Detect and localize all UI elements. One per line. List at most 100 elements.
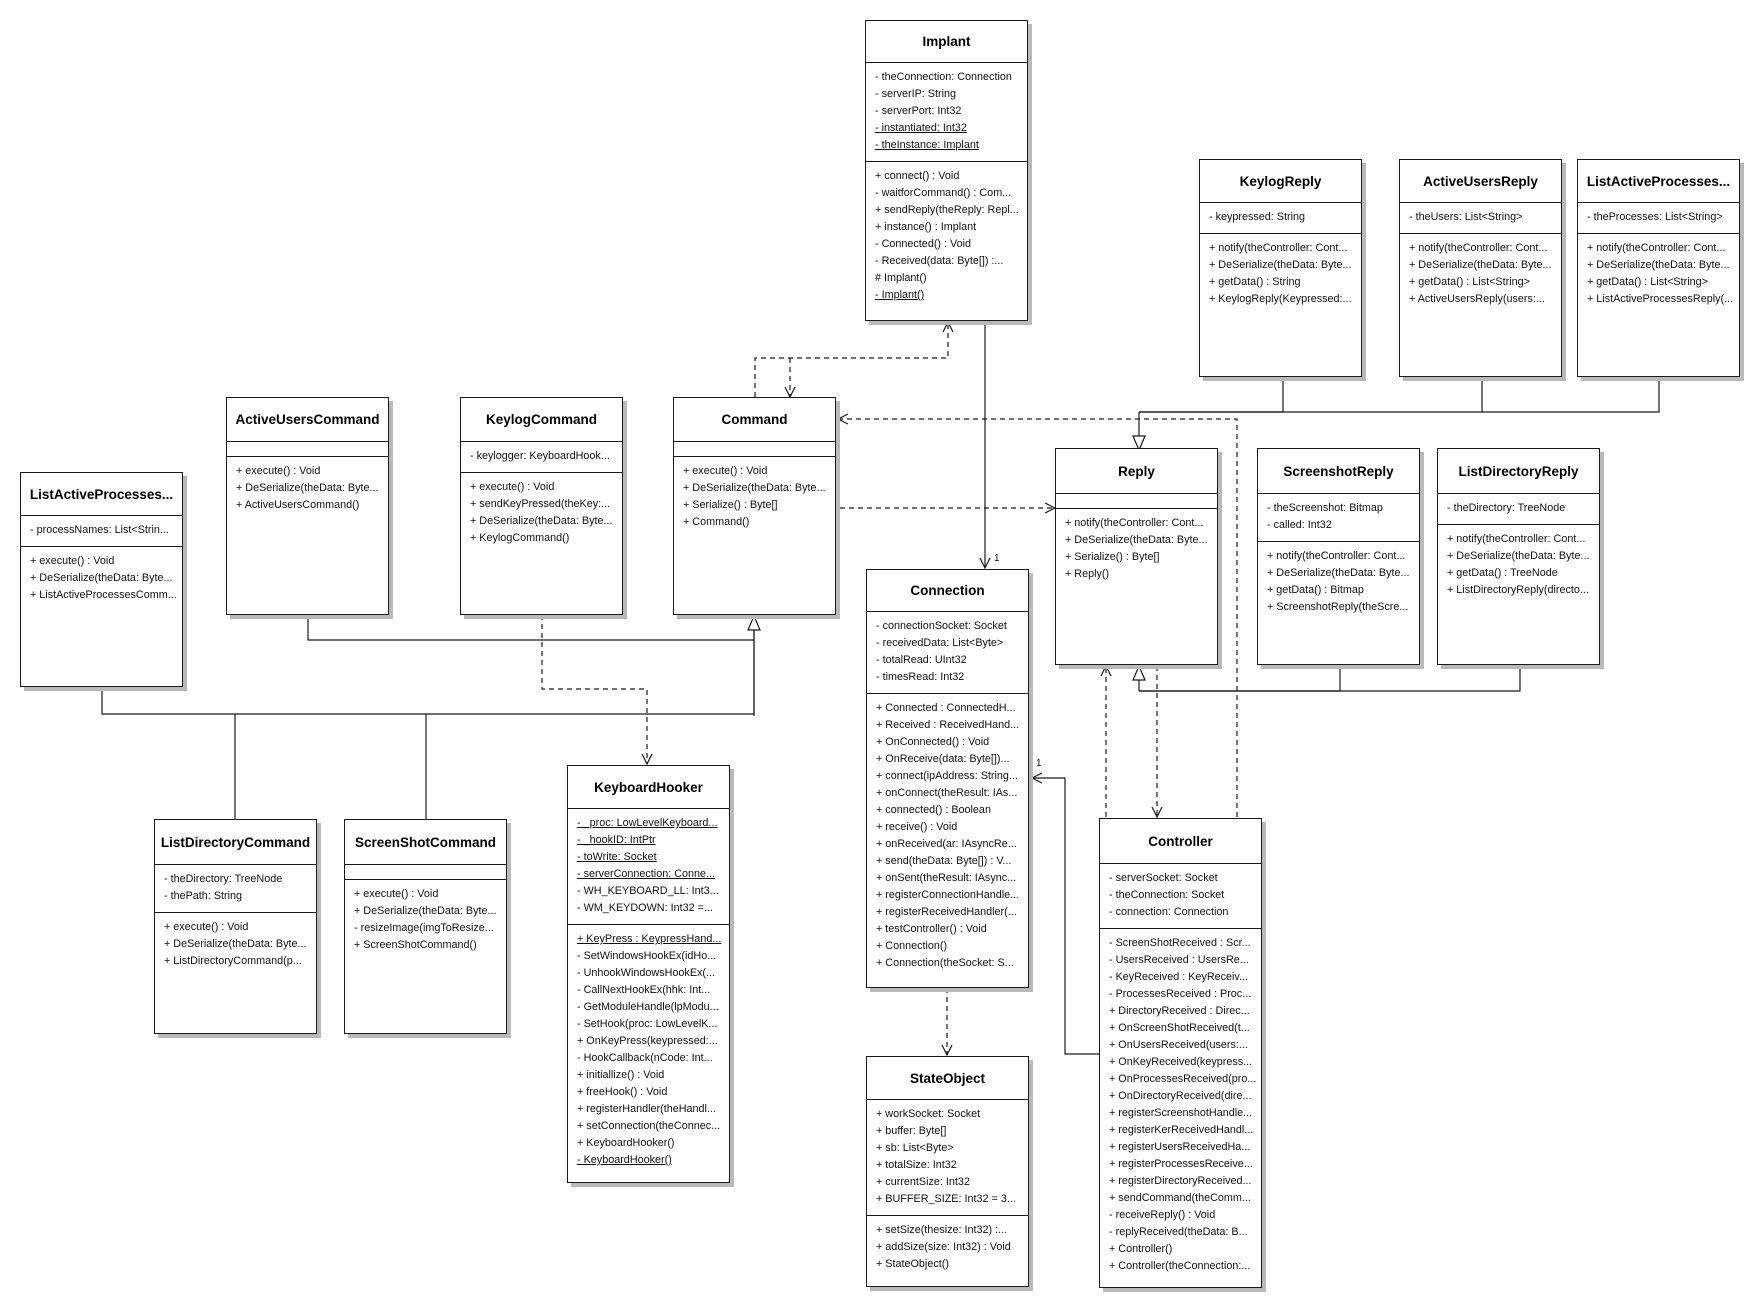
multiplicity-controller-connection: 1 [1036, 758, 1042, 769]
class-name: Connection [867, 570, 1028, 612]
operation-row: + execute() : Void [164, 921, 249, 933]
operation-row: + DeSerialize(theData: Byte... [354, 905, 497, 917]
class-stateobject[interactable]: StateObject+ workSocket: Socket+ buffer:… [866, 1056, 1029, 1287]
attribute-row: - toWrite: Socket [577, 851, 657, 863]
generalization-activeuserscommand [307, 615, 755, 641]
operation-row: + Connection() [876, 940, 948, 952]
class-connection[interactable]: Connection - connectionSocket: Socket - re… [866, 569, 1029, 988]
operation-row: - CallNextHookEx(hhk: Int... [577, 984, 711, 996]
attributes-compartment: - keylogger: KeyboardHook... [461, 442, 622, 473]
operation-row: + KeylogReply(Keypressed:... [1209, 293, 1352, 305]
class-listdirectoryreply[interactable]: ListDirectoryReply- theDirectory: TreeNo… [1437, 448, 1600, 665]
class-listdirectorycommand[interactable]: ListDirectoryCommand- theDirectory: Tree… [154, 819, 317, 1034]
attribute-row: - serverSocket: Socket [1109, 872, 1218, 884]
operation-row: + ListDirectoryReply(directo... [1447, 584, 1589, 596]
generalization-listactiveprocessesreply [1482, 377, 1660, 413]
operation-row: - HookCallback(nCode: Int... [577, 1052, 713, 1064]
attribute-row: - connectionSocket: Socket [876, 620, 1007, 632]
class-activeusersreply[interactable]: ActiveUsersReply- theUsers: List<String>… [1399, 159, 1562, 377]
operation-row: + Controller(theConnection:... [1109, 1260, 1251, 1272]
attributes-compartment: - processNames: List<Strin... [21, 516, 182, 547]
class-name: ActiveUsersCommand [227, 398, 388, 442]
attribute-row: - keypressed: String [1209, 211, 1306, 223]
class-name: ScreenShotCommand [345, 820, 506, 865]
dependency-controller-command [838, 419, 1238, 817]
operation-row: + connected() : Boolean [876, 804, 991, 816]
operation-row: + getData() : List<String> [1587, 276, 1708, 288]
class-screenshotcommand[interactable]: ScreenShotCommand + execute() : Void + DeS… [344, 819, 507, 1034]
operation-row: + registerHandler(theHandl... [577, 1103, 716, 1115]
attribute-row: - receivedData: List<Byte> [876, 637, 1004, 649]
class-name: Command [674, 398, 835, 442]
operation-row: - Received(data: Byte[]) :... [875, 255, 1004, 267]
attribute-row: + currentSize: Int32 [876, 1176, 970, 1188]
operation-row: # Implant() [875, 272, 927, 284]
class-keyboardhooker[interactable]: KeyboardHooker- _proc: LowLevelKeyboard.… [567, 765, 730, 1183]
operation-row: + execute() : Void [354, 888, 439, 900]
class-screenshotreply[interactable]: ScreenshotReply- theScreenshot: Bitmap- … [1257, 448, 1420, 665]
operation-row: - Connected() : Void [875, 238, 972, 250]
attribute-row: - serverConnection: Conne... [577, 868, 716, 880]
operation-row: + getData() : Bitmap [1267, 584, 1364, 596]
operation-row: - ScreenShotReceived : Scr... [1109, 937, 1251, 949]
operation-row: + OnDirectoryReceived(dire... [1109, 1090, 1252, 1102]
operation-row: + Received : ReceivedHand... [876, 719, 1020, 731]
class-listactiveprocessescommand[interactable]: ListActiveProcesses...- processNames: Li… [20, 472, 183, 687]
operation-row: + testController() : Void [876, 923, 987, 935]
operations-compartment: + notify(theController: Cont...+ DeSeria… [1258, 542, 1419, 623]
operation-row: - GetModuleHandle(lpModu... [577, 1001, 719, 1013]
attributes-compartment [674, 442, 835, 457]
attribute-row: - totalRead: UInt32 [876, 654, 967, 666]
operation-row: + OnReceive(data: Byte[])... [876, 753, 1010, 765]
attributes-compartment [227, 442, 388, 457]
generalization-screenshotreply [1139, 667, 1341, 692]
attributes-compartment: - serverSocket: Socket - theConnection: S… [1100, 864, 1261, 929]
operations-compartment: + notify(theController: Cont...+ DeSeria… [1200, 234, 1361, 315]
attributes-compartment: - connectionSocket: Socket - receivedData… [867, 612, 1028, 694]
operation-row: - replyReceived(theData: B... [1109, 1226, 1248, 1238]
operation-row: + OnConnected() : Void [876, 736, 990, 748]
operation-row: + notify(theController: Cont... [1587, 242, 1726, 254]
operation-row: + Reply() [1065, 568, 1110, 580]
operation-row: + setSize(thesize: Int32) :... [876, 1224, 1008, 1236]
attribute-row: - theUsers: List<String> [1409, 211, 1523, 223]
operation-row: - resizeImage(imgToResize... [354, 922, 494, 934]
operation-row: + DeSerialize(theData: Byte... [236, 482, 379, 494]
operation-row: + notify(theController: Cont... [1447, 533, 1586, 545]
class-name: StateObject [867, 1057, 1028, 1100]
multiplicity-implant-connection: 1 [994, 553, 1000, 564]
operation-row: + send(theData: Byte[]) : V... [876, 855, 1012, 867]
class-listactiveprocessesreply[interactable]: ListActiveProcesses...- theProcesses: Li… [1577, 159, 1740, 377]
class-keylogreply[interactable]: KeylogReply- keypressed: String+ notify(… [1199, 159, 1362, 377]
class-controller[interactable]: Controller- serverSocket: Socket- theCon… [1099, 818, 1262, 1288]
attributes-compartment: - _proc: LowLevelKeyboard...- _hookID: I… [568, 809, 729, 925]
operation-row: + DeSerialize(theData: Byte... [1447, 550, 1590, 562]
operation-row: + notify(theController: Cont... [1267, 550, 1406, 562]
class-name: ListActiveProcesses... [21, 473, 182, 516]
operation-row: + sendCommand(theComm... [1109, 1192, 1251, 1204]
operations-compartment: + setSize(thesize: Int32) :...+ addSize(… [867, 1216, 1028, 1280]
class-name: KeyboardHooker [568, 766, 729, 809]
attributes-compartment: - keypressed: String [1200, 203, 1361, 234]
class-implant[interactable]: Implant- theConnection: Connection- serv… [865, 20, 1028, 321]
class-keylogcommand[interactable]: KeylogCommand- keylogger: KeyboardHook..… [460, 397, 623, 615]
class-command[interactable]: Command+ execute() : Void+ DeSerialize(t… [673, 397, 836, 615]
operation-row: + registerDirectoryReceived... [1109, 1175, 1252, 1187]
class-name: ListDirectoryReply [1438, 449, 1599, 494]
operation-row: + registerUsersReceivedHa... [1109, 1141, 1251, 1153]
class-activeuserscommand[interactable]: ActiveUsersCommand+ execute() : Void+ De… [226, 397, 389, 615]
operation-row: + DeSerialize(theData: Byte... [1065, 534, 1208, 546]
dependency-keylogcommand-keyboardhooker [541, 615, 647, 764]
attribute-row: - theProcesses: List<String> [1587, 211, 1723, 223]
attribute-row: - WH_KEYBOARD_LL: Int3... [577, 885, 719, 897]
attribute-row: - theConnection: Socket [1109, 889, 1225, 901]
operation-row: + Command() [683, 516, 750, 528]
operation-row: - UnhookWindowsHookEx(... [577, 967, 716, 979]
operation-row: + ListActiveProcessesComm... [30, 589, 177, 601]
operation-row: + OnUsersReceived(users:... [1109, 1039, 1248, 1051]
class-reply[interactable]: Reply+ notify(theController: Cont...+ De… [1055, 448, 1218, 665]
operation-row: + DeSerialize(theData: Byte... [30, 572, 173, 584]
operations-compartment: + KeyPress : KeypressHand...- SetWindows… [568, 925, 729, 1176]
operation-row: + ScreenshotReply(theScre... [1267, 601, 1409, 613]
